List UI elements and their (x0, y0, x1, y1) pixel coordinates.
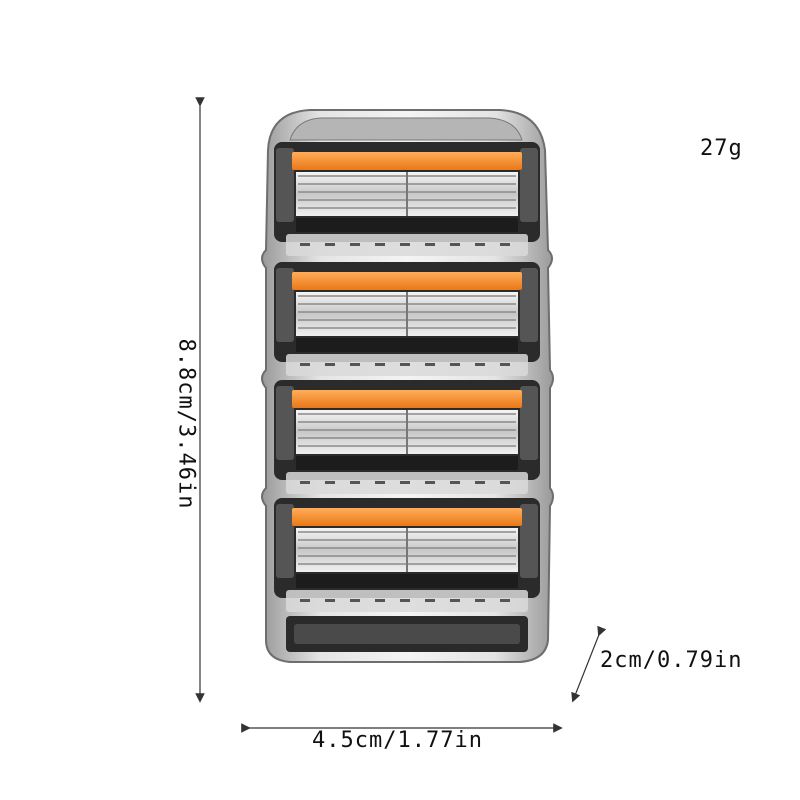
connector-mark (500, 599, 510, 602)
tray-lid (289, 117, 523, 141)
comb-guard (296, 574, 518, 588)
cartridge-side-clip (520, 148, 538, 222)
connector-mark (325, 363, 335, 366)
connector-mark (425, 243, 435, 246)
connector-mark (425, 599, 435, 602)
connector-mark (400, 599, 410, 602)
connector-mark (325, 599, 335, 602)
cartridge-side-clip (276, 504, 294, 578)
depth-label: 2cm/0.79in (600, 648, 743, 673)
cartridge-side-clip (520, 268, 538, 342)
cartridge-side-clip (520, 504, 538, 578)
lubricating-strip (292, 390, 522, 408)
connector-mark (450, 243, 460, 246)
weight-label: 27g (700, 136, 743, 161)
razor-cartridge (274, 262, 540, 376)
connector-mark (300, 363, 310, 366)
connector-mark (425, 481, 435, 484)
connector-mark (500, 481, 510, 484)
razor-cartridge (274, 498, 540, 612)
comb-guard (296, 456, 518, 470)
connector-mark (475, 243, 485, 246)
connector-mark (425, 363, 435, 366)
cartridge-side-clip (276, 148, 294, 222)
comb-guard (296, 218, 518, 232)
connector-mark (375, 363, 385, 366)
lubricating-strip (292, 272, 522, 290)
cartridge-side-clip (520, 386, 538, 460)
connector-mark (450, 481, 460, 484)
depth-arrow (571, 625, 607, 703)
connector-mark (375, 599, 385, 602)
connector-mark (475, 599, 485, 602)
connector-mark (375, 243, 385, 246)
connector-mark (475, 481, 485, 484)
razor-cartridge (274, 142, 540, 256)
connector-mark (450, 363, 460, 366)
connector-mark (400, 363, 410, 366)
connector-mark (500, 243, 510, 246)
connector-mark (325, 243, 335, 246)
connector-mark (350, 243, 360, 246)
razor-cartridge (274, 380, 540, 494)
connector-mark (300, 481, 310, 484)
connector-mark (350, 363, 360, 366)
connector-mark (450, 599, 460, 602)
connector-mark (300, 599, 310, 602)
connector-mark (475, 363, 485, 366)
connector-mark (300, 243, 310, 246)
lubricating-strip (292, 152, 522, 170)
comb-guard (296, 338, 518, 352)
connector-mark (375, 481, 385, 484)
connector-mark (500, 363, 510, 366)
cartridge-side-clip (276, 386, 294, 460)
connector-mark (325, 481, 335, 484)
height-label: 8.8cm/3.46in (173, 338, 199, 510)
connector-mark (400, 481, 410, 484)
lubricating-strip (292, 508, 522, 526)
connector-mark (400, 243, 410, 246)
cartridge-side-clip (276, 268, 294, 342)
connector-mark (350, 599, 360, 602)
connector-mark (350, 481, 360, 484)
width-label: 4.5cm/1.77in (312, 728, 483, 753)
